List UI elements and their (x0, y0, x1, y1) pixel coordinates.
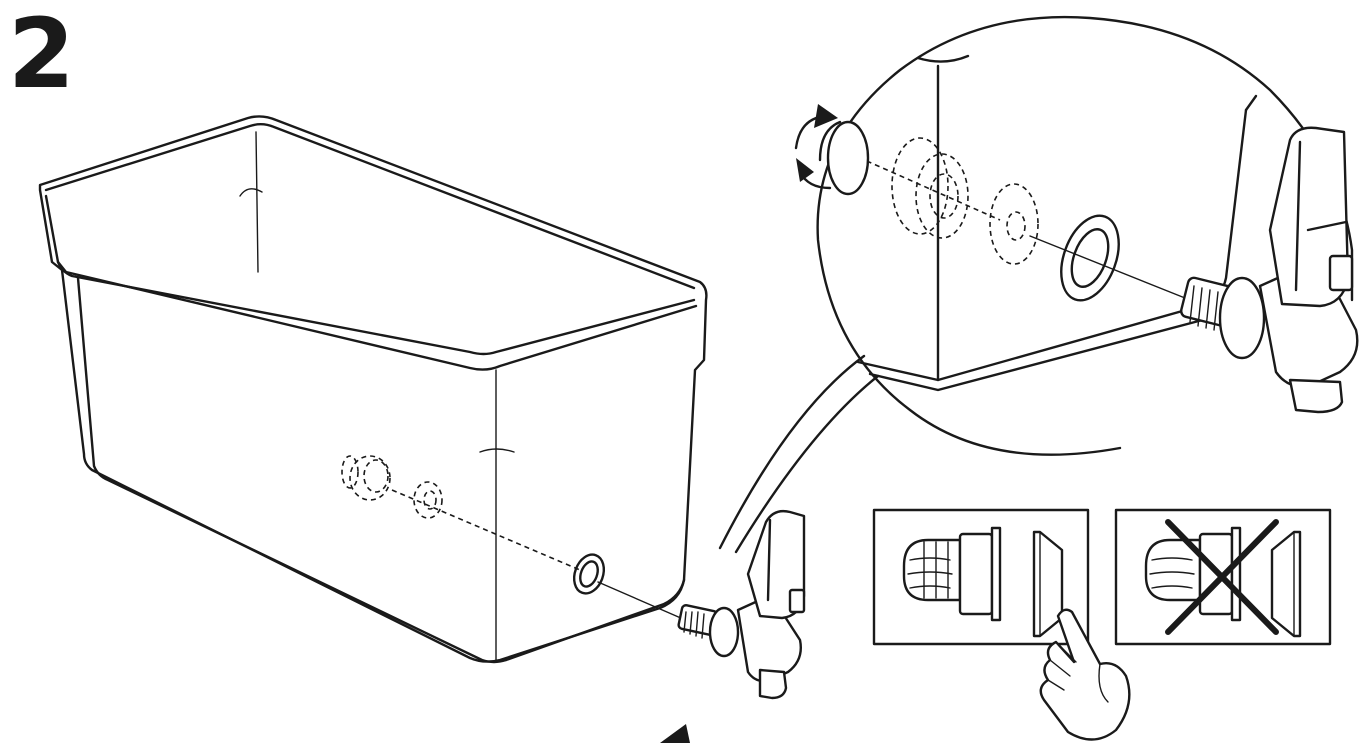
cross-icon (1165, 519, 1279, 635)
water-container (38, 115, 708, 664)
filter-part-small (341, 455, 581, 571)
pointing-hand-icon (1039, 608, 1131, 741)
tap-small (597, 509, 806, 700)
correct-orientation-panel (872, 508, 1131, 741)
step-number: 2 (8, 0, 75, 110)
tank-outlet-hole (572, 553, 606, 595)
detail-magnifier (718, 15, 1359, 554)
next-step-arrow-fragment (660, 724, 690, 743)
incorrect-orientation-panel (1114, 508, 1332, 646)
